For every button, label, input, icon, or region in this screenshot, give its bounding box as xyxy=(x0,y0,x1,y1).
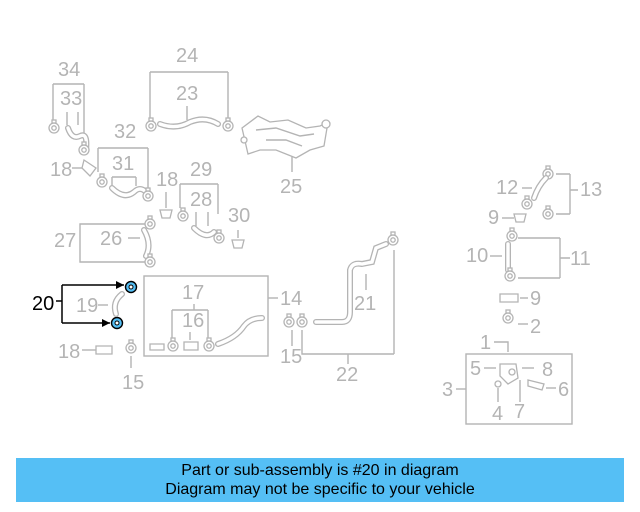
clamp-20-upper[interactable] xyxy=(124,280,138,294)
callout-1[interactable]: 1 xyxy=(480,332,491,354)
clamp-part[interactable] xyxy=(203,337,215,352)
clamp-part[interactable] xyxy=(145,117,157,132)
callout-29[interactable]: 29 xyxy=(190,159,212,181)
callout-18-middle[interactable]: 18 xyxy=(156,169,178,191)
clamp-part[interactable] xyxy=(502,309,514,324)
callout-4[interactable]: 4 xyxy=(492,403,503,425)
clamp-part[interactable] xyxy=(283,313,295,328)
callout-22[interactable]: 22 xyxy=(336,364,358,386)
callout-9-upper[interactable]: 9 xyxy=(488,207,499,229)
callout-34[interactable]: 34 xyxy=(58,59,80,81)
clamp-part[interactable] xyxy=(48,119,60,134)
clamp-part[interactable] xyxy=(177,207,189,222)
callout-14[interactable]: 14 xyxy=(280,288,302,310)
callout-28[interactable]: 28 xyxy=(190,189,212,211)
callout-6[interactable]: 6 xyxy=(558,379,569,401)
callout-group-27-26: 27 26 xyxy=(54,215,156,268)
callout-10[interactable]: 10 xyxy=(466,245,488,267)
callout-group-3: 3 5 8 6 4 7 xyxy=(442,353,573,425)
callout-30[interactable]: 30 xyxy=(228,205,250,227)
callout-15-left[interactable]: 15 xyxy=(122,372,144,394)
clamp-part[interactable] xyxy=(506,227,518,242)
callout-33[interactable]: 33 xyxy=(60,88,82,110)
callout-group-24-23: 24 23 xyxy=(145,45,234,132)
parts-diagram: 34 33 32 31 18 24 23 xyxy=(32,45,602,425)
callout-5[interactable]: 5 xyxy=(470,358,481,380)
callout-18-lower[interactable]: 18 xyxy=(58,341,80,363)
callout-group-32-31: 32 31 18 xyxy=(50,121,154,202)
callout-16[interactable]: 16 xyxy=(182,310,204,332)
clamp-part[interactable] xyxy=(296,313,308,328)
callout-21[interactable]: 21 xyxy=(354,293,376,315)
callout-2[interactable]: 2 xyxy=(530,316,541,338)
clamp-20-lower[interactable] xyxy=(110,316,124,330)
callout-group-34-33: 34 33 xyxy=(48,59,90,156)
callout-9-lower[interactable]: 9 xyxy=(530,288,541,310)
callout-23[interactable]: 23 xyxy=(176,83,198,105)
callout-group-right-upper: 12 13 9 10 11 xyxy=(466,165,602,282)
callout-7[interactable]: 7 xyxy=(514,401,525,423)
callout-12[interactable]: 12 xyxy=(496,177,518,199)
clamp-part[interactable] xyxy=(542,205,554,220)
callout-24[interactable]: 24 xyxy=(176,45,198,67)
callout-group-right-middle: 9 2 1 xyxy=(480,288,541,354)
callout-13[interactable]: 13 xyxy=(580,179,602,201)
callout-25[interactable]: 25 xyxy=(280,176,302,198)
callout-11[interactable]: 11 xyxy=(570,248,591,270)
callout-20[interactable]: 20 xyxy=(32,293,54,315)
clamp-part[interactable] xyxy=(167,337,179,352)
clamp-part[interactable] xyxy=(125,339,137,354)
callout-17[interactable]: 17 xyxy=(182,282,204,304)
banner-line-1: Part or sub-assembly is #20 in diagram xyxy=(181,462,459,479)
callout-group-25: 25 xyxy=(240,115,331,198)
callout-group-18-15-left: 18 15 xyxy=(58,339,144,394)
callout-26[interactable]: 26 xyxy=(100,228,122,250)
callout-27[interactable]: 27 xyxy=(54,230,76,252)
info-banner: Part or sub-assembly is #20 in diagram D… xyxy=(16,458,624,502)
clamp-part[interactable] xyxy=(96,173,108,188)
callout-18-upper[interactable]: 18 xyxy=(50,159,72,181)
callout-group-20-19: 20 19 xyxy=(32,280,138,330)
clamp-part[interactable] xyxy=(222,117,234,132)
callout-3[interactable]: 3 xyxy=(442,379,453,401)
callout-19[interactable]: 19 xyxy=(76,295,98,317)
callout-32[interactable]: 32 xyxy=(114,121,136,143)
callout-group-14-17-16: 14 17 16 xyxy=(143,275,302,357)
clamp-part[interactable] xyxy=(144,215,156,230)
callout-group-22-21: 15 22 21 xyxy=(280,231,399,386)
callout-8[interactable]: 8 xyxy=(542,359,553,381)
banner-line-2: Diagram may not be specific to your vehi… xyxy=(165,481,475,498)
callout-31[interactable]: 31 xyxy=(112,153,134,175)
clamp-part[interactable] xyxy=(521,195,533,210)
callout-group-29-28: 18 29 28 30 xyxy=(156,159,250,249)
clamp-part[interactable] xyxy=(387,231,399,246)
callout-15-right[interactable]: 15 xyxy=(280,346,302,368)
